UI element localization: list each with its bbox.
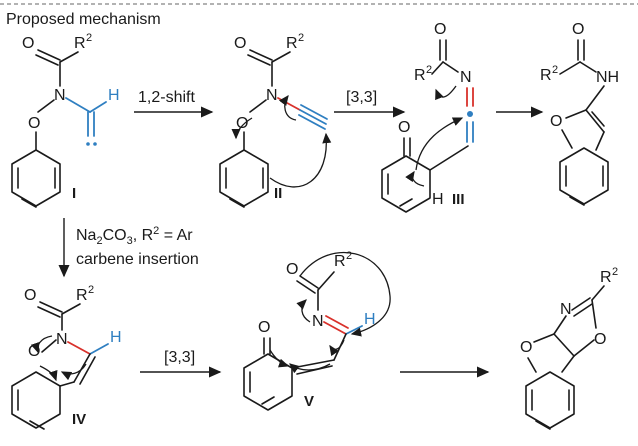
- svg-text:R: R: [76, 287, 88, 304]
- svg-text:2: 2: [426, 64, 432, 76]
- svg-text:N: N: [312, 313, 324, 330]
- svg-text:R: R: [74, 35, 86, 52]
- svg-text:2: 2: [86, 32, 92, 44]
- svg-text:O: O: [236, 115, 248, 132]
- svg-text:III: III: [452, 191, 465, 208]
- label-base: Na2CO3, R2 = Ar: [76, 225, 193, 247]
- svg-text:R: R: [540, 67, 552, 84]
- svg-text:H: H: [110, 329, 122, 346]
- product-benzofuran: O R 2 NH O: [540, 21, 619, 206]
- svg-text:O: O: [550, 113, 562, 130]
- svg-text:N: N: [560, 301, 572, 318]
- svg-text:O: O: [520, 339, 532, 356]
- svg-text:O: O: [258, 319, 270, 336]
- svg-text:O: O: [234, 35, 246, 52]
- svg-text:R: R: [414, 67, 426, 84]
- product-oxazoline: N R 2 O O: [520, 266, 618, 430]
- svg-text:O: O: [572, 21, 584, 38]
- svg-text:2: 2: [88, 284, 94, 296]
- svg-text:O: O: [286, 261, 298, 278]
- svg-text:N: N: [54, 87, 66, 104]
- label-insertion: carbene insertion: [76, 251, 199, 268]
- svg-text:O: O: [398, 119, 410, 136]
- label-shift: 1,2-shift: [138, 89, 195, 106]
- svg-text:N: N: [266, 87, 278, 104]
- compound-IV: O R 2 N H O IV: [11, 284, 122, 430]
- svg-text:R: R: [286, 35, 298, 52]
- svg-text:O: O: [22, 35, 34, 52]
- svg-text:R: R: [600, 269, 612, 286]
- svg-text:2: 2: [298, 32, 304, 44]
- label-sigma-bottom: [3,3]: [164, 349, 195, 366]
- title: Proposed mechanism: [6, 11, 161, 28]
- compound-V: O R 2 N H O V: [243, 250, 391, 411]
- svg-text:H: H: [108, 87, 120, 104]
- svg-text:V: V: [304, 393, 314, 410]
- svg-text:H: H: [432, 191, 444, 208]
- svg-text:2: 2: [346, 250, 352, 262]
- compound-I: O R 2 N H O I: [11, 32, 120, 208]
- svg-text:2: 2: [552, 64, 558, 76]
- svg-text:N: N: [460, 69, 472, 86]
- compound-II: O R 2 N O II: [219, 32, 332, 208]
- svg-text:N: N: [56, 331, 68, 348]
- label-sigma-top: [3,3]: [346, 89, 377, 106]
- svg-text:O: O: [24, 287, 36, 304]
- compound-III: O R 2 N O H III: [381, 21, 474, 213]
- svg-text:I: I: [72, 185, 76, 202]
- svg-text:O: O: [594, 331, 606, 348]
- svg-text:R: R: [334, 253, 346, 270]
- svg-text:2: 2: [612, 266, 618, 278]
- svg-text:O: O: [434, 21, 446, 38]
- svg-text:O: O: [28, 115, 40, 132]
- svg-text:NH: NH: [596, 69, 619, 86]
- svg-text:IV: IV: [72, 411, 86, 428]
- svg-text:II: II: [274, 185, 282, 202]
- svg-text:H: H: [364, 311, 376, 328]
